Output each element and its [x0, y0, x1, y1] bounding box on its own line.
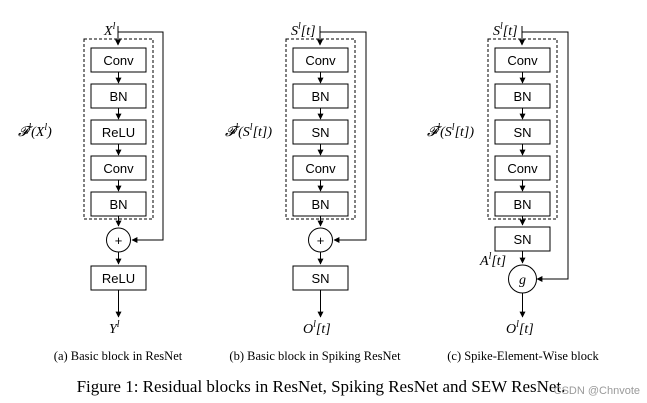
- panel-c-caption: (c) Spike-Element-Wise block: [447, 349, 599, 363]
- panel-a-skip-connection: [118, 31, 164, 243]
- panel-b-post-sn: [292, 265, 349, 291]
- panel-a-layer-bn-2-label: BN: [109, 197, 127, 212]
- panel-b-layer-bn-2: [292, 191, 349, 217]
- panel-a-layer-relu: [90, 119, 147, 145]
- panel-b-post-sn-label: SN: [311, 271, 329, 286]
- panel-a-function-label: 𝓕l(Xl): [18, 122, 52, 140]
- panel-c-input-label: Sl[t]: [493, 21, 518, 39]
- panel-b-caption: (b) Basic block in Spiking ResNet: [229, 349, 401, 363]
- panel-b-input-label: Sl[t]: [291, 21, 316, 39]
- panel-b-layer-sn-label: SN: [311, 125, 329, 140]
- panel-b-function-label: 𝓕l(Sl[t]): [225, 122, 272, 140]
- panel-c-output-label: Ol[t]: [506, 319, 534, 337]
- panel-c-a-label: Al[t]: [479, 251, 506, 269]
- panel-c-layer-conv-1-label: Conv: [507, 53, 538, 68]
- panel-c: Sl[t] Conv BN SN Conv BN 𝓕l(Sl[t]) SN Al…: [427, 21, 600, 363]
- panel-b-layer-bn-1: [292, 83, 349, 109]
- panel-c-layer-conv-2-label: Conv: [507, 161, 538, 176]
- panel-b-layer-bn-1-label: BN: [311, 89, 329, 104]
- panel-a-layer-relu-label: ReLU: [102, 125, 135, 140]
- panel-a-input-label: Xl: [103, 21, 116, 39]
- panel-c-skip-connection: [522, 31, 569, 282]
- panel-c-layer-conv-1: [494, 47, 551, 73]
- panel-b-add-symbol: +: [317, 233, 325, 248]
- panel-b-layer-sn: [292, 119, 349, 145]
- figure-caption: Figure 1: Residual blocks in ResNet, Spi…: [77, 377, 566, 396]
- panel-a-layer-conv-1-label: Conv: [103, 53, 134, 68]
- panel-a-post-relu: [90, 265, 147, 291]
- panel-c-function-label: 𝓕l(Sl[t]): [427, 122, 474, 140]
- panel-c-layer-bn-1-label: BN: [513, 89, 531, 104]
- panel-b-layer-conv-2-label: Conv: [305, 161, 336, 176]
- panel-b-output-label: Ol[t]: [303, 319, 331, 337]
- panel-c-layer-sn: [494, 119, 551, 145]
- panel-c-post-sn-label: SN: [513, 232, 531, 247]
- panel-a-layer-bn-1-label: BN: [109, 89, 127, 104]
- panel-c-layer-bn-2: [494, 191, 551, 217]
- panel-c-layer-bn-2-label: BN: [513, 197, 531, 212]
- panel-b-skip-connection: [320, 31, 367, 243]
- panel-b-layer-bn-2-label: BN: [311, 197, 329, 212]
- panel-c-residual-function-region: [487, 38, 558, 220]
- panel-b-layer-conv-1: [292, 47, 349, 73]
- panel-a-add-symbol: +: [115, 233, 123, 248]
- panel-c-layer-sn-label: SN: [513, 125, 531, 140]
- panel-a-layer-bn-2: [90, 191, 147, 217]
- panel-c-g-symbol: g: [519, 273, 526, 288]
- panel-b-residual-function-region: [285, 38, 356, 220]
- panel-a-post-relu-label: ReLU: [102, 271, 135, 286]
- panel-a-caption: (a) Basic block in ResNet: [54, 349, 183, 363]
- panel-b-layer-conv-1-label: Conv: [305, 53, 336, 68]
- panel-a-layer-conv-2-label: Conv: [103, 161, 134, 176]
- panel-a-residual-function-region: [83, 38, 154, 220]
- panel-a-output-label: Yl: [109, 319, 120, 337]
- panel-b: Sl[t] Conv BN SN Conv BN 𝓕l(Sl[t]) + SN …: [225, 21, 401, 363]
- panel-a: Xl Conv BN ReLU Conv BN 𝓕l(Xl) + ReLU Yl…: [18, 21, 183, 363]
- watermark-text: CSDN @Chnvote: [554, 385, 640, 397]
- panel-a-layer-bn-1: [90, 83, 147, 109]
